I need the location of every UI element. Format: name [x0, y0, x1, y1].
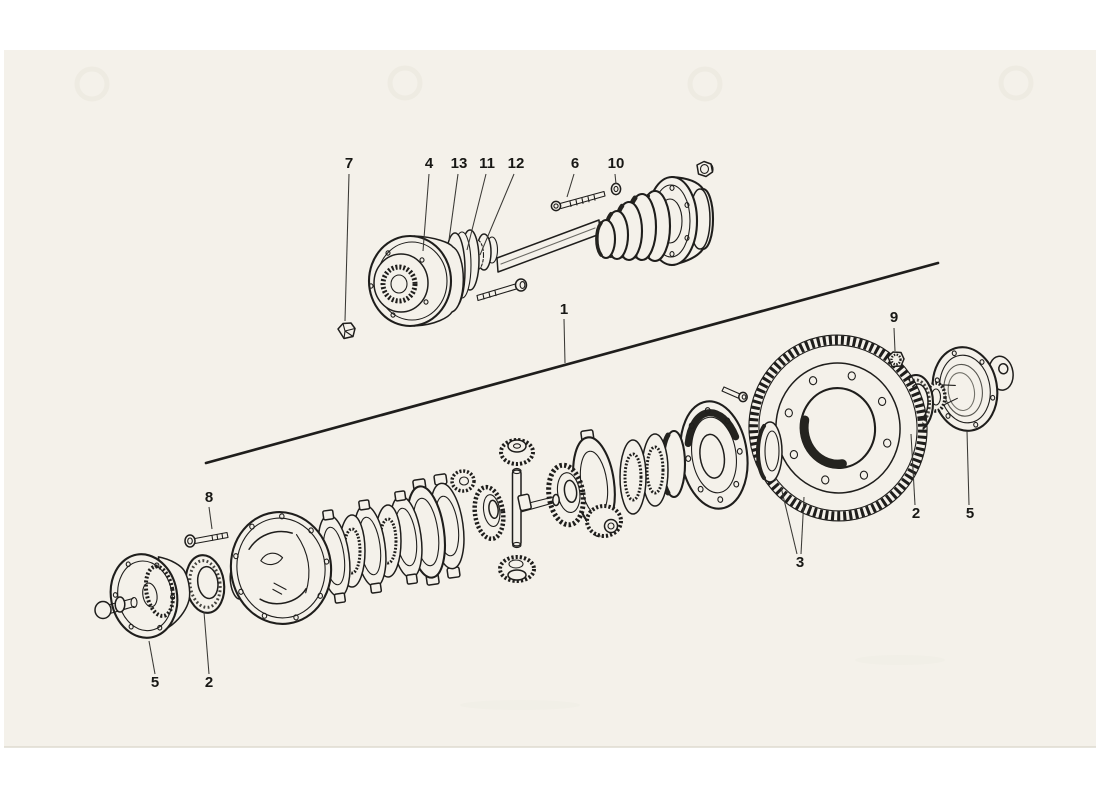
washer-10 — [610, 182, 622, 196]
part-number-2-right: 2 — [912, 505, 920, 522]
spacer-ring — [755, 421, 783, 483]
carrier-bolt — [721, 386, 748, 403]
bolt-6 — [550, 190, 606, 212]
part-number-1: 1 — [560, 301, 568, 318]
axle-nut-icon — [696, 160, 714, 178]
part-number-9: 9 — [890, 309, 898, 326]
bevel-pinion-small — [450, 469, 476, 493]
clutch-disc — [619, 439, 647, 515]
part-number-3: 3 — [796, 554, 804, 571]
flange-bolt-holes — [934, 350, 996, 428]
part-number-5-right: 5 — [966, 505, 974, 522]
differential-housing — [229, 511, 333, 625]
part-number-13: 13 — [451, 155, 468, 172]
axle-shaft-assembly — [337, 160, 715, 340]
callout-leaders — [148, 173, 970, 675]
nut-7 — [337, 322, 356, 340]
output-flange-right — [931, 346, 1014, 432]
bevel-gear-top — [499, 438, 535, 466]
bevel-pinion-gear — [585, 504, 623, 538]
part-number-5-left: 5 — [151, 674, 159, 691]
part-number-10: 10 — [608, 155, 625, 172]
part-number-11: 11 — [479, 155, 495, 172]
callout-labels: 7 4 13 11 12 6 10 1 9 8 3 2 5 5 2 — [151, 155, 974, 691]
hub-bolt-lower — [476, 278, 528, 302]
part-number-12: 12 — [508, 155, 525, 172]
cv-joint-hub — [367, 234, 465, 328]
part-number-4: 4 — [425, 155, 434, 172]
part-number-2-left: 2 — [205, 674, 213, 691]
ring-gear-bolt-holes — [784, 371, 892, 485]
part-number-8: 8 — [205, 489, 213, 506]
paper-watermark — [74, 65, 1034, 710]
clutch-disc — [641, 433, 669, 507]
bevel-gear-bottom — [498, 555, 536, 583]
bolt-8 — [184, 531, 229, 548]
crown-wheel-gear — [748, 334, 928, 522]
hub-bolt-holes — [368, 250, 429, 318]
stub-axle-bolt — [94, 596, 138, 620]
main-reference-line — [204, 261, 940, 465]
cv-boot-bellows — [595, 189, 672, 263]
part-number-7: 7 — [345, 155, 353, 172]
differential-assembly — [94, 334, 1014, 639]
differential-carrier-flange — [679, 400, 749, 510]
nut-9 — [887, 351, 905, 368]
output-flange-left — [109, 553, 191, 639]
part-number-6: 6 — [571, 155, 579, 172]
carrier-bolt-holes — [685, 407, 743, 503]
spider-cross-pin — [511, 467, 560, 549]
housing-bolt-holes — [233, 513, 330, 621]
side-gear-left — [472, 484, 506, 542]
side-gear-right — [546, 462, 586, 528]
